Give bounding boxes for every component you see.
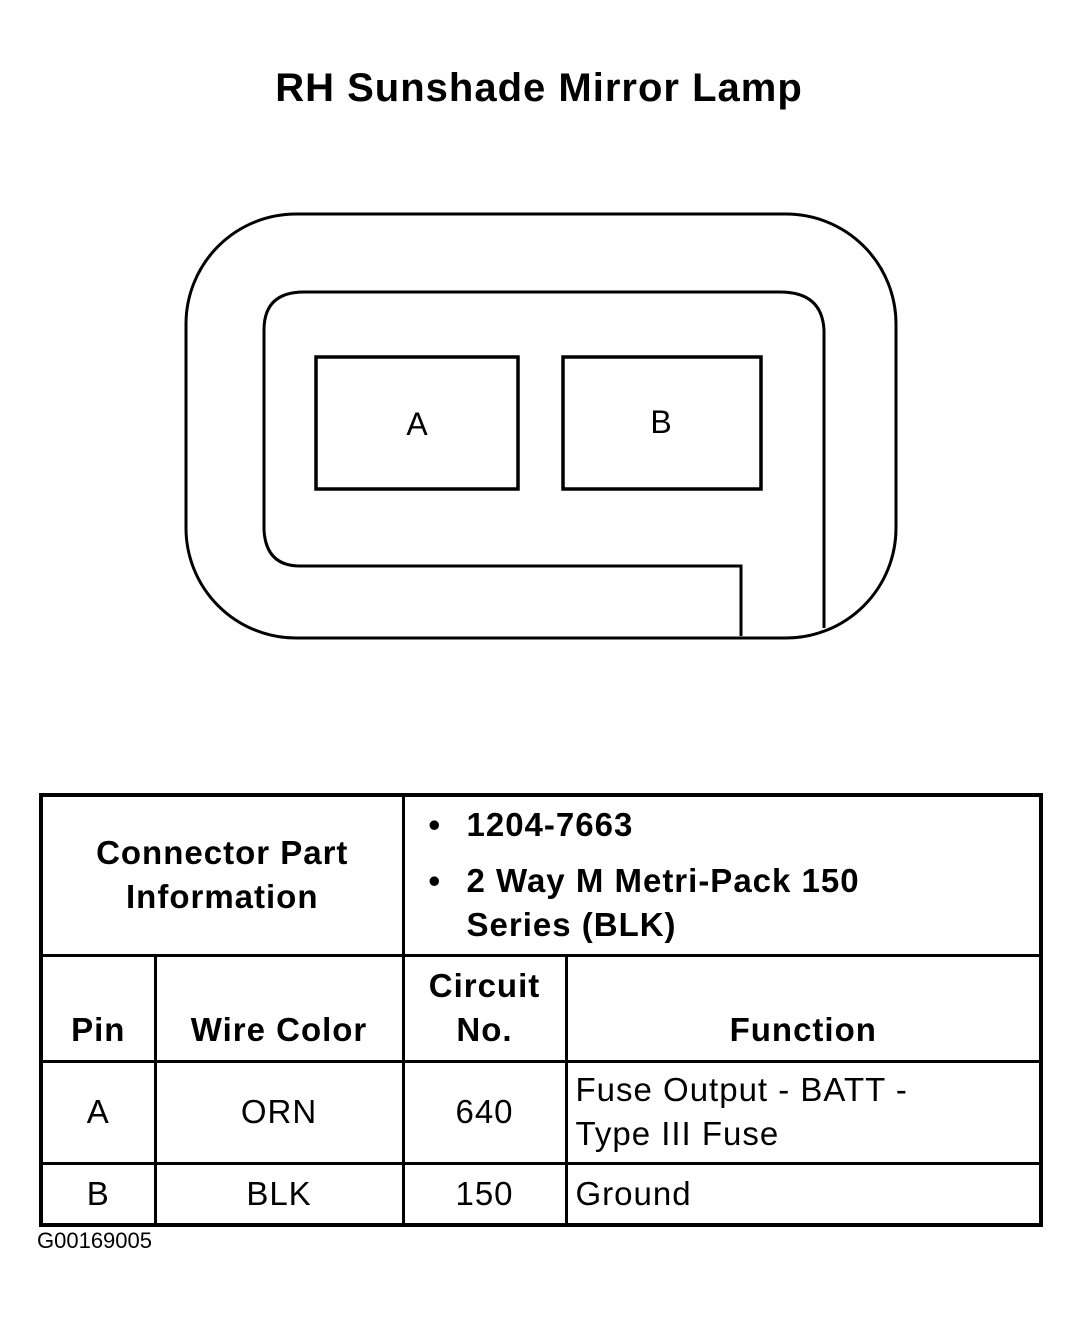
table-row: A ORN 640 Fuse Output - BATT - Type III … xyxy=(39,1059,1043,1165)
connector-part-label-line1: Connector Part xyxy=(96,834,349,872)
connector-outer-housing xyxy=(184,212,898,640)
connector-face-diagram: A B xyxy=(184,212,898,640)
row-a-wire-color: ORN xyxy=(153,1059,405,1165)
cavity-b xyxy=(561,355,763,491)
row-b-function: Ground xyxy=(564,1161,1043,1227)
header-function: Function xyxy=(564,953,1043,1063)
connector-inner-housing xyxy=(262,290,826,636)
cavity-a xyxy=(314,355,520,491)
row-a-function-line2: Type III Fuse xyxy=(575,1115,780,1152)
header-circuit-line2: No. xyxy=(456,1010,513,1048)
row-b-pin: B xyxy=(39,1161,157,1227)
part-description-line1: 2 Way M Metri-Pack 150 xyxy=(429,859,1040,903)
connector-info-table: Connector Part Information 1204-7663 2 W… xyxy=(39,793,1044,1227)
header-wire-color: Wire Color xyxy=(153,953,405,1063)
header-pin: Pin xyxy=(39,953,157,1063)
figure-code: G00169005 xyxy=(37,1228,152,1253)
row-a-function: Fuse Output - BATT - Type III Fuse xyxy=(564,1059,1043,1165)
row-b-circuit: 150 xyxy=(401,1161,568,1227)
part-description-line2: Series (BLK) xyxy=(466,906,677,944)
row-a-function-line1: Fuse Output - BATT - xyxy=(575,1071,908,1108)
header-circuit-no: Circuit No. xyxy=(401,953,568,1063)
connector-part-info: 1204-7663 2 Way M Metri-Pack 150 Series … xyxy=(401,793,1043,957)
diagram-title: RH Sunshade Mirror Lamp xyxy=(275,66,803,110)
part-number: 1204-7663 xyxy=(429,803,1040,847)
table-row: B BLK 150 Ground xyxy=(39,1161,1043,1227)
row-a-pin: A xyxy=(39,1059,157,1165)
cavity-b-label: B xyxy=(650,404,671,440)
cavity-a-label: A xyxy=(406,406,428,442)
header-row: Pin Wire Color Circuit No. Function xyxy=(39,953,1043,1063)
row-a-circuit: 640 xyxy=(401,1059,568,1165)
row-b-wire-color: BLK xyxy=(153,1161,405,1227)
connector-part-row: Connector Part Information 1204-7663 2 W… xyxy=(39,793,1043,957)
header-circuit-line1: Circuit xyxy=(428,966,541,1004)
connector-part-label-line2: Information xyxy=(126,878,319,916)
connector-part-label: Connector Part Information xyxy=(39,793,405,957)
